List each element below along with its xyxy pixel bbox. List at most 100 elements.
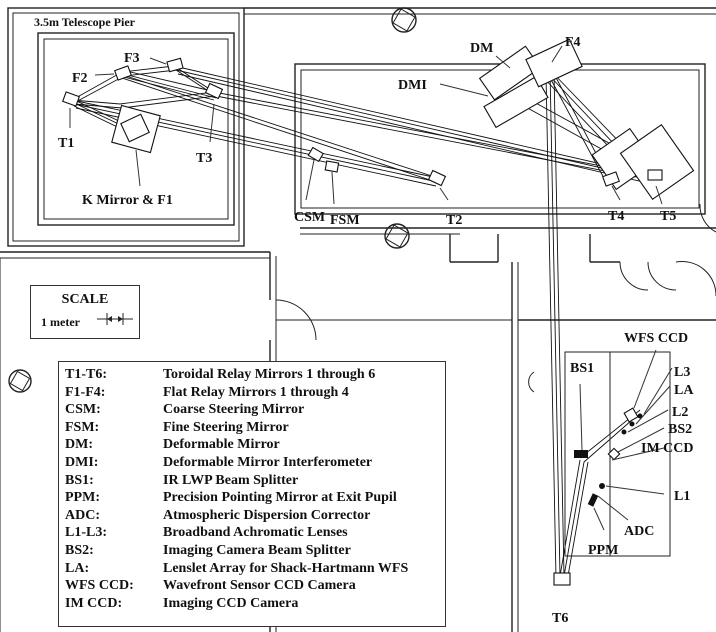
dmi-housing bbox=[483, 75, 549, 129]
legend-desc: Deformable Mirror Interferometer bbox=[163, 454, 373, 470]
legend-desc: Toroidal Relay Mirrors 1 through 6 bbox=[163, 367, 376, 382]
t5-mount bbox=[619, 123, 695, 201]
mirror-t6 bbox=[553, 572, 571, 586]
mirror-t2 bbox=[427, 169, 447, 187]
mirror-components bbox=[62, 38, 695, 586]
legend-row: FSM: Fine Steering Mirror bbox=[65, 419, 445, 437]
mirror-t3 bbox=[204, 82, 224, 100]
legend-desc: Precision Pointing Mirror at Exit Pupil bbox=[163, 490, 397, 506]
mirror-t5 bbox=[647, 169, 663, 181]
l3-component bbox=[637, 413, 643, 419]
label-t3: T3 bbox=[196, 151, 212, 166]
label-f3: F3 bbox=[124, 51, 140, 66]
legend-abbr: DM: bbox=[65, 437, 93, 453]
label-pointers bbox=[69, 45, 673, 531]
legend-box: T1-T6: Toroidal Relay Mirrors 1 through 6… bbox=[58, 361, 446, 627]
label-f4: F4 bbox=[565, 35, 581, 50]
label-l1: L1 bbox=[674, 489, 690, 504]
legend-row: DMI: Deformable Mirror Interferometer bbox=[65, 454, 445, 472]
mirror-t1 bbox=[62, 91, 80, 107]
columns bbox=[8, 7, 417, 393]
label-t2: T2 bbox=[446, 213, 462, 228]
legend-desc: Wavefront Sensor CCD Camera bbox=[163, 578, 356, 594]
label-l2: L2 bbox=[672, 405, 688, 420]
label-t5: T5 bbox=[660, 209, 676, 224]
label-dm: DM bbox=[470, 41, 493, 56]
mirror-f2 bbox=[114, 65, 132, 81]
label-f2: F2 bbox=[72, 71, 88, 86]
mirror-csm bbox=[307, 146, 324, 163]
legend-desc: Imaging CCD Camera bbox=[163, 595, 299, 611]
legend-abbr: LA: bbox=[65, 560, 90, 576]
legend-row: IM CCD: Imaging CCD Camera bbox=[65, 595, 445, 613]
la-component bbox=[629, 421, 635, 427]
mirror-t4 bbox=[602, 171, 620, 187]
label-dmi: DMI bbox=[398, 78, 427, 93]
l2-component bbox=[621, 429, 627, 435]
legend-desc: Coarse Steering Mirror bbox=[163, 402, 305, 418]
label-fsm: FSM bbox=[330, 213, 360, 228]
legend-row: F1-F4: Flat Relay Mirrors 1 through 4 bbox=[65, 384, 445, 402]
legend-row: PPM: Precision Pointing Mirror at Exit Pu… bbox=[65, 489, 445, 507]
label-im-ccd: IM CCD bbox=[641, 441, 694, 456]
label-wfs-ccd: WFS CCD bbox=[624, 331, 688, 346]
legend-row: L1-L3: Broadband Achromatic Lenses bbox=[65, 524, 445, 542]
legend-row: DM: Deformable Mirror bbox=[65, 436, 445, 454]
legend-row: LA: Lenslet Array for Shack-Hartmann WFS bbox=[65, 560, 445, 578]
legend-abbr: BS1: bbox=[65, 472, 94, 488]
legend-abbr: BS2: bbox=[65, 542, 94, 558]
legend-abbr: WFS CCD: bbox=[65, 578, 134, 594]
label-kmirror: K Mirror & F1 bbox=[82, 193, 173, 208]
label-l3: L3 bbox=[674, 365, 690, 380]
legend-desc: IR LWP Beam Splitter bbox=[163, 472, 299, 488]
component-labels: 3.5m Telescope Pier F3 F2 T1 T3 K Mirror… bbox=[34, 15, 694, 626]
mirror-f3 bbox=[166, 57, 184, 73]
mirror-fsm bbox=[324, 160, 340, 173]
f4-mount bbox=[525, 38, 583, 88]
legend-desc: Imaging Camera Beam Splitter bbox=[163, 542, 351, 558]
scale-box: SCALE 1 meter bbox=[30, 285, 140, 339]
legend-abbr: L1-L3: bbox=[65, 525, 107, 541]
legend-abbr: IM CCD: bbox=[65, 595, 123, 611]
l1-component bbox=[599, 483, 605, 489]
legend-desc: Lenslet Array for Shack-Hartmann WFS bbox=[163, 560, 409, 576]
legend-desc: Broadband Achromatic Lenses bbox=[163, 525, 348, 541]
label-adc: ADC bbox=[624, 524, 654, 539]
legend-desc: Flat Relay Mirrors 1 through 4 bbox=[163, 384, 349, 400]
legend-abbr: T1-T6: bbox=[65, 367, 107, 382]
telescope-pier bbox=[7, 7, 245, 247]
scale-title: SCALE bbox=[61, 292, 109, 307]
legend-abbr: ADC: bbox=[65, 507, 100, 523]
legend-abbr: PPM: bbox=[65, 490, 100, 506]
label-ppm: PPM bbox=[588, 543, 618, 558]
legend-row: ADC: Atmospheric Dispersion Corrector bbox=[65, 507, 445, 525]
label-t6: T6 bbox=[552, 611, 568, 626]
bs1-component bbox=[574, 450, 588, 458]
scale-value: 1 meter bbox=[41, 315, 80, 329]
legend-desc: Deformable Mirror bbox=[163, 437, 280, 453]
ppm-component bbox=[587, 493, 599, 507]
label-bs1: BS1 bbox=[570, 361, 594, 376]
label-t4: T4 bbox=[608, 209, 624, 224]
legend-row: CSM: Coarse Steering Mirror bbox=[65, 401, 445, 419]
legend-row: T1-T6: Toroidal Relay Mirrors 1 through 6 bbox=[65, 366, 445, 384]
legend-abbr: CSM: bbox=[65, 402, 101, 418]
label-la: LA bbox=[674, 383, 694, 398]
legend-row: BS1: IR LWP Beam Splitter bbox=[65, 472, 445, 490]
pier-title: 3.5m Telescope Pier bbox=[34, 15, 136, 29]
legend-row: WFS CCD: Wavefront Sensor CCD Camera bbox=[65, 577, 445, 595]
label-csm: CSM bbox=[294, 210, 325, 225]
kmirror-inner bbox=[120, 113, 150, 143]
legend-row: BS2: Imaging Camera Beam Splitter bbox=[65, 542, 445, 560]
legend-abbr: FSM: bbox=[65, 419, 100, 435]
label-t1: T1 bbox=[58, 136, 74, 151]
legend-desc: Atmospheric Dispersion Corrector bbox=[163, 507, 371, 523]
wfs-ccd-component bbox=[623, 407, 639, 423]
scale-bar bbox=[97, 313, 133, 325]
bs2-component bbox=[607, 447, 621, 461]
legend-desc: Fine Steering Mirror bbox=[163, 419, 289, 435]
legend-abbr: DMI: bbox=[65, 454, 99, 470]
label-bs2: BS2 bbox=[668, 422, 692, 437]
legend-abbr: F1-F4: bbox=[65, 384, 106, 400]
